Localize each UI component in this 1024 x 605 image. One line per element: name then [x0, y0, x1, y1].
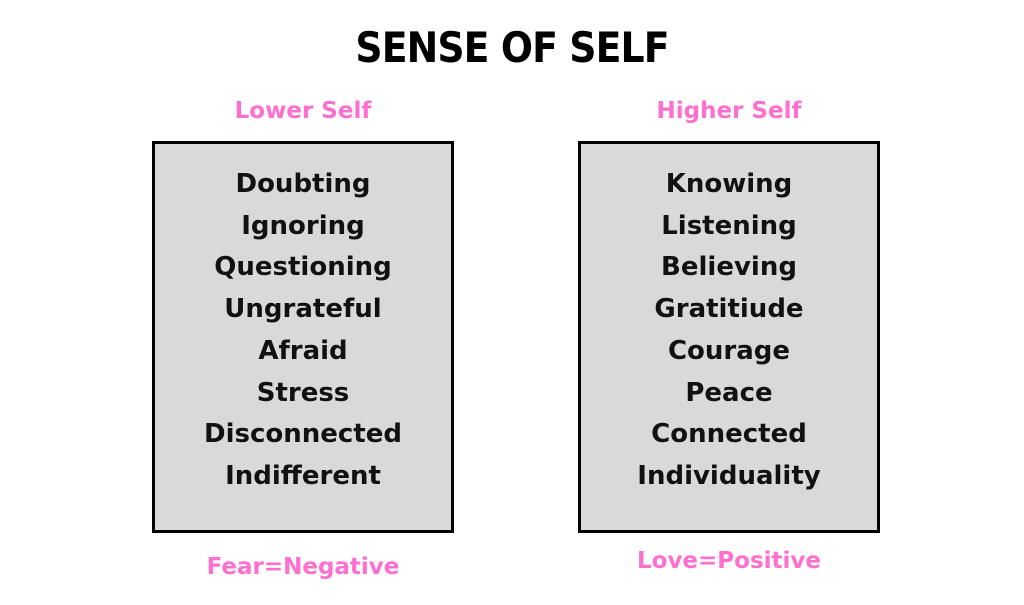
list-item: Ungrateful [224, 294, 382, 325]
list-item: Listening [661, 210, 797, 241]
list-item: Questioning [214, 252, 392, 283]
list-item: Knowing [665, 169, 793, 199]
list-item: Doubting [235, 169, 371, 199]
lower-self-list: Doubting Ignoring Questioning Ungrateful… [155, 164, 451, 498]
list-item: Courage [667, 335, 791, 366]
higher-self-list: Knowing Listening Believing Gratitiude C… [581, 164, 877, 498]
list-item: Gratitiude [654, 294, 804, 325]
list-item: Individuality [637, 460, 821, 491]
list-item: Stress [256, 377, 350, 408]
page-title: SENSE OF SELF [355, 23, 669, 72]
higher-self-footer: Love=Positive [636, 548, 822, 574]
list-item: Peace [685, 377, 773, 408]
list-item: Believing [661, 252, 797, 283]
list-item: Connected [651, 419, 807, 450]
lower-self-footer: Fear=Negative [206, 554, 400, 580]
list-item: Indifferent [225, 460, 381, 491]
list-item: Afraid [258, 335, 348, 366]
lower-self-heading: Lower Self [234, 98, 372, 124]
higher-self-box: Knowing Listening Believing Gratitiude C… [578, 141, 880, 533]
higher-self-heading: Higher Self [656, 98, 802, 124]
lower-self-box: Doubting Ignoring Questioning Ungrateful… [152, 141, 454, 533]
list-item: Ignoring [241, 210, 365, 241]
list-item: Disconnected [204, 419, 402, 450]
